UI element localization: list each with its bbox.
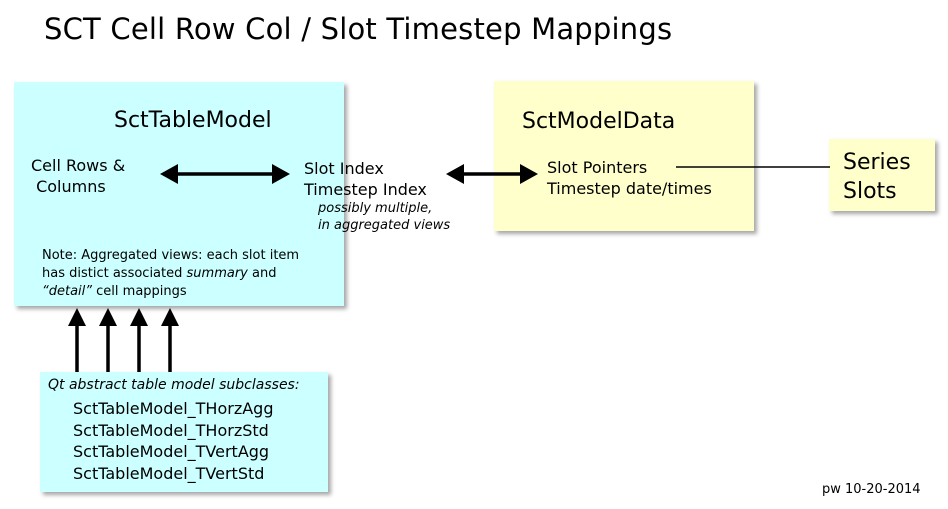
subclass-item: SctTableModel_TVertStd — [73, 463, 265, 483]
subclass-item: SctTableModel_TVertAgg — [73, 442, 270, 461]
series-slots-label: Series Slots — [843, 148, 911, 206]
subclass-item: SctTableModel_THorzStd — [73, 420, 269, 440]
slot-modeldata-double-arrow — [446, 164, 538, 184]
cell-rows-columns-label: Cell Rows & Columns — [31, 155, 125, 197]
subclass-up-arrows — [68, 308, 179, 372]
slot-pointers-line: Slot Pointers — [547, 158, 648, 177]
in-aggregated-views-line: in aggregated views — [318, 218, 451, 233]
timestep-index-line: Timestep Index — [304, 180, 427, 199]
aggregated-views-remark: possibly multiple, in aggregated views — [318, 200, 450, 234]
author-signature: pw 10-20-2014 — [822, 482, 921, 497]
note-summary-emphasis: summary — [186, 266, 248, 281]
aggregated-views-note: Note: Aggregated views: each slot item h… — [42, 247, 299, 301]
slot-index-line: Slot Index — [304, 159, 384, 178]
subclasses-heading: Qt abstract table model subclasses: — [48, 377, 300, 393]
sct-model-data-box — [494, 81, 754, 231]
slot-timestep-index-label: Slot Index Timestep Index — [304, 158, 427, 200]
subclasses-list: SctTableModel_THorzAgg SctTableModel_THo… — [73, 398, 273, 484]
table-model-heading: SctTableModel — [114, 108, 272, 133]
cell-columns-line: Columns — [31, 177, 106, 196]
subclass-item: SctTableModel_THorzAgg — [73, 399, 274, 418]
diagram-title: SCT Cell Row Col / Slot Timestep Mapping… — [44, 12, 673, 46]
series-line: Series — [843, 150, 911, 175]
note-line-2-post: and — [247, 266, 277, 281]
subclasses-box — [40, 372, 328, 492]
note-detail-emphasis: “detail” — [42, 284, 93, 299]
slots-line: Slots — [843, 179, 897, 204]
model-data-fields: Slot Pointers Timestep date/times — [547, 157, 712, 199]
series-slots-box — [829, 139, 935, 211]
model-data-heading: SctModelData — [522, 109, 676, 134]
cell-rows-line: Cell Rows & — [31, 156, 126, 175]
sct-table-model-box — [14, 82, 344, 306]
note-line-3-post: cell mappings — [92, 284, 187, 299]
note-line-2-pre: has distict associated — [42, 266, 187, 281]
possibly-multiple-line: possibly multiple, — [318, 201, 433, 216]
cell-slot-double-arrow — [160, 164, 290, 184]
timestep-datetimes-line: Timestep date/times — [547, 179, 712, 198]
note-line-1: Note: Aggregated views: each slot item — [42, 248, 300, 263]
